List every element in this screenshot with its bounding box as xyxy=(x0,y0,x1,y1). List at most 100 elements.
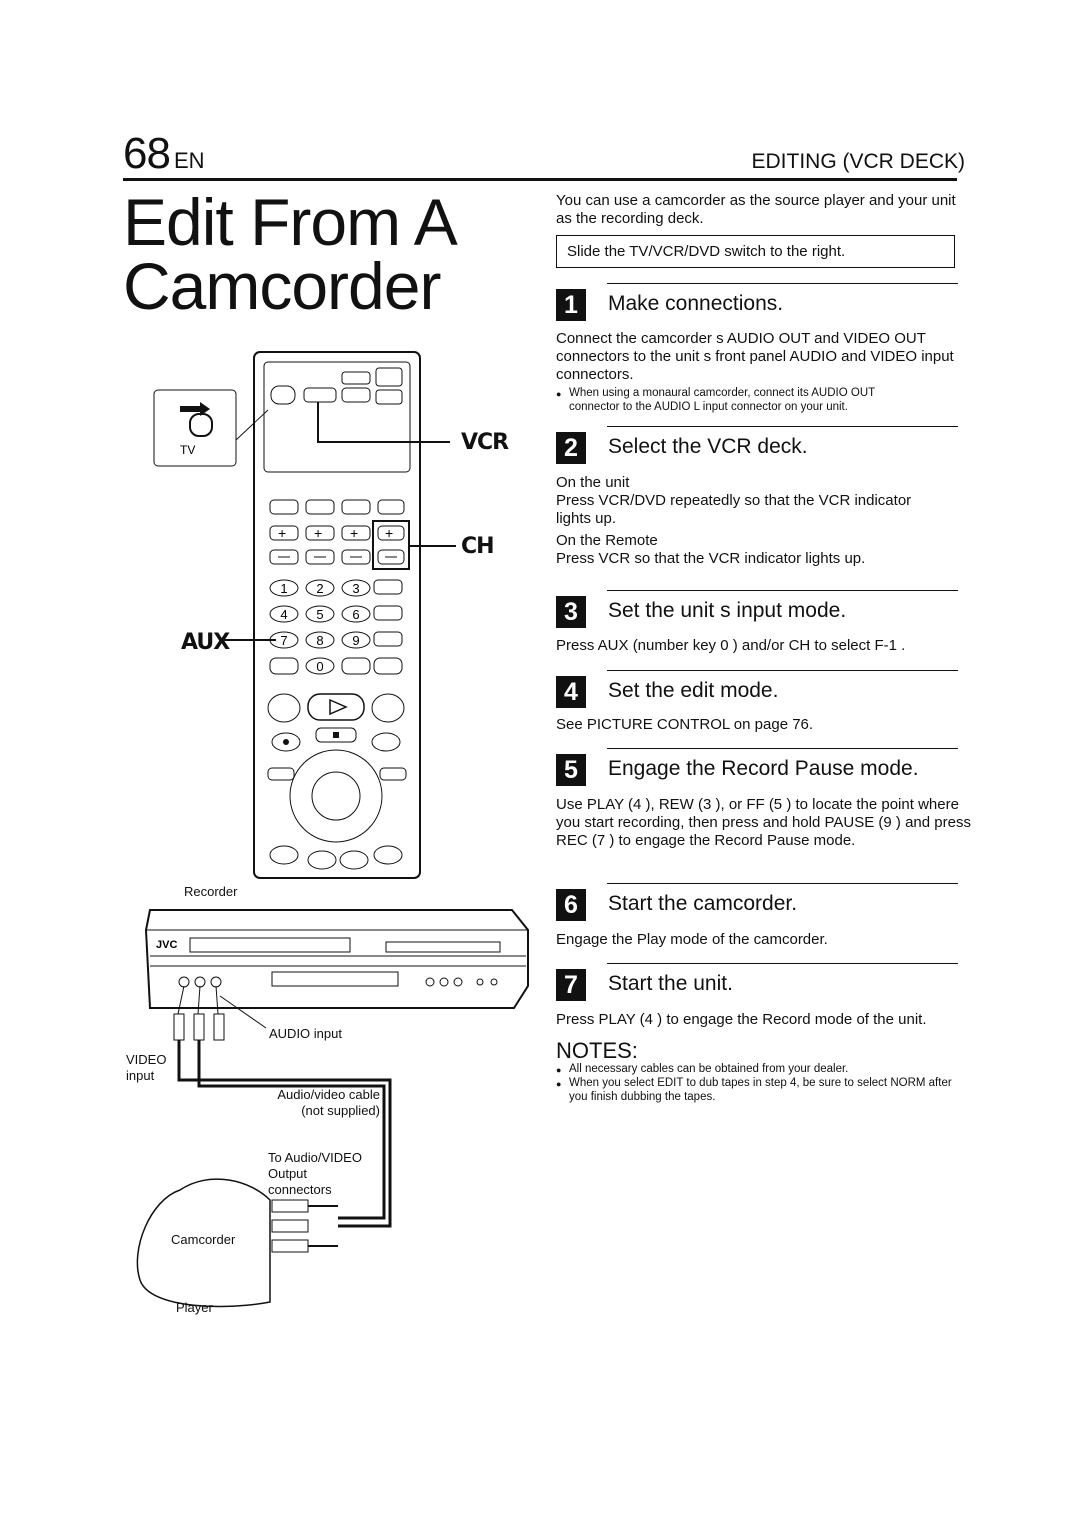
play-icon xyxy=(329,698,348,716)
step-6: 6 Start the camcorder. xyxy=(556,883,958,921)
ch-callout-label: CH xyxy=(461,534,495,559)
step-number: 1 xyxy=(556,289,586,321)
step-3: 3 Set the unit s input mode. xyxy=(556,590,958,628)
vcr-callout-label: VCR xyxy=(461,430,509,455)
step-rule xyxy=(607,426,958,427)
inset-pointer-line xyxy=(235,409,269,441)
page-title-line1: Edit From A xyxy=(123,185,458,259)
stop-button xyxy=(315,727,357,743)
rec-button xyxy=(271,732,301,752)
recorder-body xyxy=(144,909,529,1009)
function-button xyxy=(305,499,335,515)
video-plug xyxy=(173,1013,185,1041)
brand-logo: JVC xyxy=(156,939,177,951)
note-item: When you select EDIT to dub tapes in ste… xyxy=(556,1076,956,1104)
section-title: EDITING (VCR DECK) xyxy=(751,150,965,173)
header-rule xyxy=(123,178,957,181)
recorder-label: Recorder xyxy=(184,884,238,899)
plug-lead xyxy=(215,985,219,1015)
key-0: 0 xyxy=(316,659,323,674)
key-1: 1 xyxy=(280,581,287,596)
remote-top-panel xyxy=(263,361,411,473)
output-label-line2: Output xyxy=(268,1166,308,1181)
step-7-text: Press PLAY (4 ) to engage the Record mod… xyxy=(556,1011,927,1028)
step-number: 5 xyxy=(556,754,586,786)
camcorder-body xyxy=(136,1178,271,1308)
vcr-callout-line xyxy=(317,402,450,443)
step-title: Engage the Record Pause mode. xyxy=(608,757,919,780)
key-7: 7 xyxy=(280,633,287,648)
step-2-text2: Press VCR so that the VCR indicator ligh… xyxy=(556,550,866,567)
stop-icon xyxy=(333,732,339,738)
svg-text:+: + xyxy=(314,525,322,541)
step-rule xyxy=(607,590,958,591)
play-button xyxy=(307,693,365,721)
panel-button xyxy=(439,977,449,987)
tip-box: Slide the TV/VCR/DVD switch to the right… xyxy=(556,235,955,268)
step-1: 1 Make connections. xyxy=(556,283,958,321)
notes-list: All necessary cables can be obtained fro… xyxy=(556,1062,956,1104)
step-1-text: Connect the camcorder s AUDIO OUT and VI… xyxy=(556,330,954,383)
output-label-line3: connectors xyxy=(268,1182,332,1197)
step-number: 4 xyxy=(556,676,586,708)
top-button xyxy=(341,371,371,385)
step-rule xyxy=(607,670,958,671)
step-title: Set the unit s input mode. xyxy=(608,599,847,622)
panel-button xyxy=(476,978,484,986)
aux-callout-label: AUX xyxy=(181,630,230,655)
function-button xyxy=(269,499,299,515)
audio-input-pointer xyxy=(219,995,267,1029)
step-number: 2 xyxy=(556,432,586,464)
plug-lead xyxy=(197,985,201,1015)
rew-button xyxy=(267,693,301,723)
function-button xyxy=(377,499,405,515)
panel-button xyxy=(490,978,498,986)
side-key xyxy=(341,657,371,675)
audio-plug xyxy=(193,1013,205,1041)
language-code: EN xyxy=(173,148,205,173)
note-item: All necessary cables can be obtained fro… xyxy=(556,1062,956,1077)
pause-button xyxy=(371,732,401,752)
dvd-button xyxy=(341,387,371,403)
cable-label-line2: (not supplied) xyxy=(301,1103,380,1118)
key-2: 2 xyxy=(316,581,323,596)
step-7: 7 Start the unit. xyxy=(556,963,958,1001)
top-button xyxy=(375,389,403,405)
bottom-button xyxy=(269,845,299,865)
step-2-body: On the unit Press VCR/DVD repeatedly so … xyxy=(556,474,971,568)
power-button xyxy=(375,367,403,387)
side-key xyxy=(373,605,403,621)
step-rule xyxy=(607,748,958,749)
step-2-text1: Press VCR/DVD repeatedly so that the VCR… xyxy=(556,492,912,527)
step-2: 2 Select the VCR deck. xyxy=(556,426,958,464)
notes-title: NOTES: xyxy=(556,1038,638,1063)
volume-up-button xyxy=(339,850,369,870)
audio-cable xyxy=(197,1040,386,1220)
volume-down-button xyxy=(307,850,337,870)
output-plug xyxy=(271,1199,309,1213)
svg-text:+: + xyxy=(385,525,393,541)
output-plug xyxy=(271,1239,309,1253)
nav-ok xyxy=(311,771,361,821)
skip-forward-button xyxy=(379,767,407,781)
ff-button xyxy=(371,693,405,723)
step-number: 6 xyxy=(556,889,586,921)
connection-illustration: JVC xyxy=(136,909,529,1308)
remote-illustration: + + + + 1 2 3 4 5 6 7 8 9 0 xyxy=(153,351,456,879)
tv-label: TV xyxy=(180,443,195,457)
step-2-sub1: On the unit xyxy=(556,474,630,491)
output-label: To Audio/VIDEO Output connectors xyxy=(268,1150,362,1198)
bottom-button xyxy=(373,845,403,865)
key-9: 9 xyxy=(352,633,359,648)
video-cable xyxy=(177,1040,392,1228)
nav-ring xyxy=(289,749,383,843)
rec-icon xyxy=(283,739,289,745)
switch-inset xyxy=(153,389,237,467)
key-6: 6 xyxy=(352,607,359,622)
step-5-text: Use PLAY (4 ), REW (3 ), or FF (5 ) to l… xyxy=(556,796,971,849)
video-input-label-line2: input xyxy=(126,1068,155,1083)
page-title-line2: Camcorder xyxy=(123,249,441,323)
player-label: Player xyxy=(176,1300,213,1315)
key-4: 4 xyxy=(280,607,287,622)
